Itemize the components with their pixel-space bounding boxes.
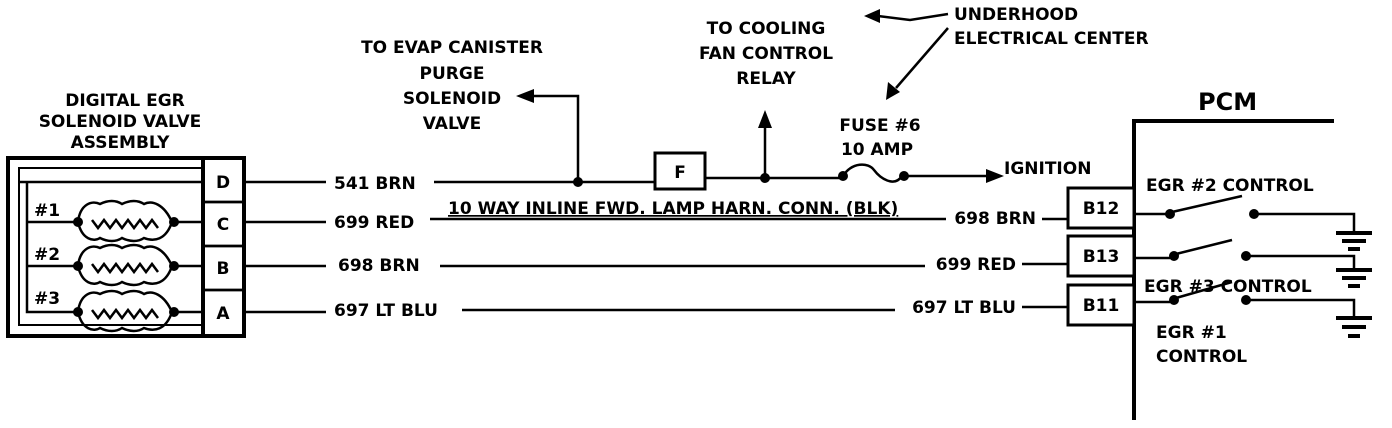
solenoid-3-coil-top xyxy=(76,289,174,313)
wire-d-label: 541 BRN xyxy=(334,174,416,194)
egr-3-label: EGR #3 CONTROL xyxy=(1144,277,1312,297)
valve-assembly: DIGITAL EGR SOLENOID VALVE ASSEMBLY D C … xyxy=(6,91,246,338)
egr-2-switch: EGR #2 CONTROL xyxy=(1134,176,1372,251)
valve-title-line-3: ASSEMBLY xyxy=(71,133,171,153)
egr-1-label-line-1: EGR #1 xyxy=(1156,323,1227,343)
egr-3-to-ground xyxy=(1246,254,1356,270)
pcm-wire-b13-label: 699 RED xyxy=(936,255,1016,275)
egr-2-to-ground xyxy=(1254,212,1356,233)
solenoid-2-label: #2 xyxy=(34,245,60,265)
harness-wires: 541 BRN 699 RED 10 WAY INLINE FWD. LAMP … xyxy=(244,174,946,321)
pcm-housing xyxy=(1132,119,1334,420)
pcm-title: PCM xyxy=(1198,88,1257,116)
wire-b-label: 698 BRN xyxy=(338,256,420,276)
terminal-f-box xyxy=(653,151,707,191)
underhood-arrowhead-lower xyxy=(886,82,900,100)
pcm-pin-b12: B12 xyxy=(1083,199,1120,219)
evap-branch xyxy=(528,94,580,182)
pcm-pin-b13: B13 xyxy=(1083,247,1120,267)
pcm-pin-box-b11 xyxy=(1066,283,1136,327)
pin-label-a: A xyxy=(216,304,230,324)
solenoid-1: #1 xyxy=(34,199,203,243)
solenoid-3-coil-bottom xyxy=(76,311,174,333)
wire-a-label: 697 LT BLU xyxy=(334,301,438,321)
terminal-f-label: F xyxy=(674,163,686,183)
solenoid-1-zigzag xyxy=(91,217,159,231)
pcm-pin-box-b12 xyxy=(1066,186,1136,230)
solenoid-3-label: #3 xyxy=(34,289,60,309)
valve-common-taps xyxy=(27,220,78,268)
ignition-arrowhead xyxy=(986,169,1004,183)
fan-line-3: RELAY xyxy=(736,69,796,89)
underhood-arrowhead-upper xyxy=(864,9,880,23)
egr-3-blade xyxy=(1175,238,1233,256)
solenoid-1-label: #1 xyxy=(34,201,60,221)
valve-common-bus xyxy=(25,182,78,314)
solenoid-2-coil-bottom xyxy=(76,265,174,287)
underhood-pointer-lower xyxy=(895,27,949,89)
valve-title-line-1: DIGITAL EGR xyxy=(65,91,185,111)
fuse-line-1: FUSE #6 xyxy=(839,116,920,136)
pcm: PCM 698 BRN B12 699 RED B13 697 LT BLU B… xyxy=(912,88,1372,420)
evap-line-4: VALVE xyxy=(423,114,481,134)
solenoid-3: #3 xyxy=(34,289,203,333)
evap-arrowhead xyxy=(516,89,534,103)
solenoid-2-coil-top xyxy=(76,243,174,267)
egr-1-blade xyxy=(1175,280,1233,300)
solenoid-3-zigzag xyxy=(91,307,159,321)
underhood-pointer-upper xyxy=(877,12,949,22)
pcm-pin-b11: B11 xyxy=(1083,296,1120,316)
egr-2-ground-icon xyxy=(1336,231,1372,251)
evap-line-3: SOLENOID xyxy=(403,89,501,109)
solenoid-2-node-left xyxy=(73,261,83,271)
egr-1-to-ground xyxy=(1246,298,1356,318)
pcm-wire-b11-label: 697 LT BLU xyxy=(912,298,1016,318)
valve-title-line-2: SOLENOID VALVE xyxy=(39,112,202,132)
pin-label-c: C xyxy=(217,215,229,235)
egr-3-switch: EGR #3 CONTROL xyxy=(1134,238,1372,297)
solenoid-3-node-left xyxy=(73,307,83,317)
solenoid-1-coil-top xyxy=(76,199,174,223)
egr-1-label-line-2: CONTROL xyxy=(1156,347,1247,367)
solenoid-1-coil-bottom xyxy=(76,221,174,243)
egr-3-ground-icon xyxy=(1336,268,1372,288)
fan-arrowhead xyxy=(758,110,772,128)
ignition-label: IGNITION xyxy=(1004,159,1091,179)
evap-line-2: PURGE xyxy=(420,64,485,84)
fuse-element xyxy=(841,163,904,183)
pin-label-d: D xyxy=(216,173,230,193)
fuse-line-2: 10 AMP xyxy=(841,140,913,160)
solenoid-1-node-left xyxy=(73,217,83,227)
underhood-line-2: ELECTRICAL CENTER xyxy=(954,29,1149,49)
fan-line-2: FAN CONTROL xyxy=(699,44,833,64)
connector-label: 10 WAY INLINE FWD. LAMP HARN. CONN. (BLK… xyxy=(448,199,898,219)
underhood-line-1: UNDERHOOD xyxy=(954,5,1078,25)
egr-2-blade xyxy=(1171,194,1243,214)
wire-c-label: 699 RED xyxy=(334,213,414,233)
fan-line-1: TO COOLING xyxy=(707,19,826,39)
pcm-wire-b12-label: 698 BRN xyxy=(954,209,1036,229)
egr-1-switch: EGR #1 CONTROL xyxy=(1134,280,1372,367)
pcm-pin-box-b13 xyxy=(1066,234,1136,278)
evap-line-1: TO EVAP CANISTER xyxy=(361,38,543,58)
solenoid-2-zigzag xyxy=(91,261,159,275)
egr-2-label: EGR #2 CONTROL xyxy=(1146,176,1314,196)
egr-1-ground-icon xyxy=(1336,316,1372,338)
solenoid-2: #2 xyxy=(34,243,203,287)
feed-circuit: TO EVAP CANISTER PURGE SOLENOID VALVE F … xyxy=(361,5,1149,191)
pin-label-b: B xyxy=(217,259,230,279)
